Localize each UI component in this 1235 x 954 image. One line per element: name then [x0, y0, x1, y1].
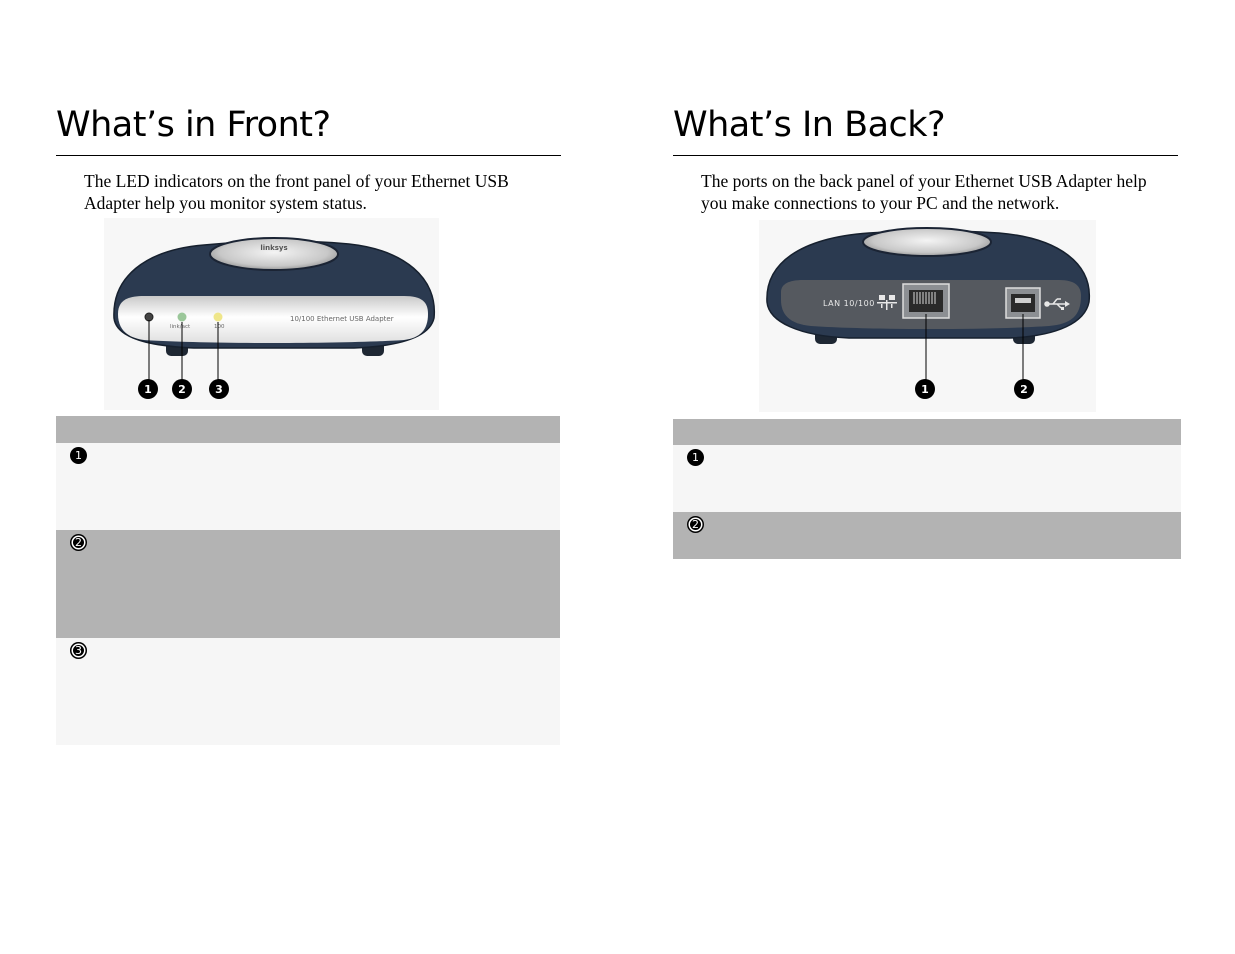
front-panel-label: 10/100 Ethernet USB Adapter	[290, 315, 394, 323]
table-row: 2	[673, 512, 1181, 559]
callout-number-2: 2	[1020, 383, 1028, 396]
front-led-table: 1 2 3	[56, 416, 560, 745]
row-number-badge: 2	[687, 516, 704, 533]
row-number-badge: 1	[70, 447, 87, 464]
lan-port-label: LAN 10/100	[823, 299, 875, 308]
callout-number-1: 1	[921, 383, 929, 396]
back-device-figure: LAN 10/100	[759, 220, 1096, 412]
back-intro: The ports on the back panel of your Ethe…	[701, 171, 1147, 213]
callout-number-3: 3	[215, 383, 223, 396]
led-link-label: link/act	[170, 324, 191, 330]
usb-port-contacts	[1015, 298, 1031, 303]
front-device-dome	[209, 237, 339, 271]
front-intro: The LED indicators on the front panel of…	[84, 171, 509, 213]
table-row: 3	[56, 638, 560, 745]
table-header-row	[673, 419, 1181, 445]
back-divider	[673, 155, 1178, 156]
led-100-icon	[213, 312, 223, 322]
front-panel	[118, 296, 428, 343]
ethernet-port-pins	[913, 292, 936, 304]
table-row: 1	[673, 445, 1181, 512]
row-number-badge: 3	[70, 642, 87, 659]
back-device-dome	[862, 227, 992, 257]
row-number-badge: 1	[687, 449, 704, 466]
led-power-icon	[144, 312, 154, 322]
usb-symbol-icon	[1044, 298, 1070, 310]
back-port-table: 1 2	[673, 419, 1181, 559]
front-divider	[56, 155, 561, 156]
callout-marker-1	[915, 379, 935, 399]
callout-marker-3	[209, 379, 229, 399]
dome-logo: linksys	[260, 244, 287, 252]
callout-marker-2	[1014, 379, 1034, 399]
table-header-row	[56, 416, 560, 443]
table-row: 1	[56, 443, 560, 530]
callout-number-1: 1	[144, 383, 152, 396]
front-heading: What’s in Front?	[56, 105, 331, 145]
front-device-figure: linksys link/act 100 10/100 Ethernet USB…	[104, 218, 439, 410]
callout-number-2: 2	[178, 383, 186, 396]
led-link-icon	[177, 312, 187, 322]
back-heading: What’s In Back?	[673, 105, 946, 145]
callout-marker-2	[172, 379, 192, 399]
network-icon	[877, 295, 897, 310]
row-number-badge: 2	[70, 534, 87, 551]
led-100-label: 100	[214, 324, 225, 330]
table-row: 2	[56, 530, 560, 638]
callout-marker-1	[138, 379, 158, 399]
